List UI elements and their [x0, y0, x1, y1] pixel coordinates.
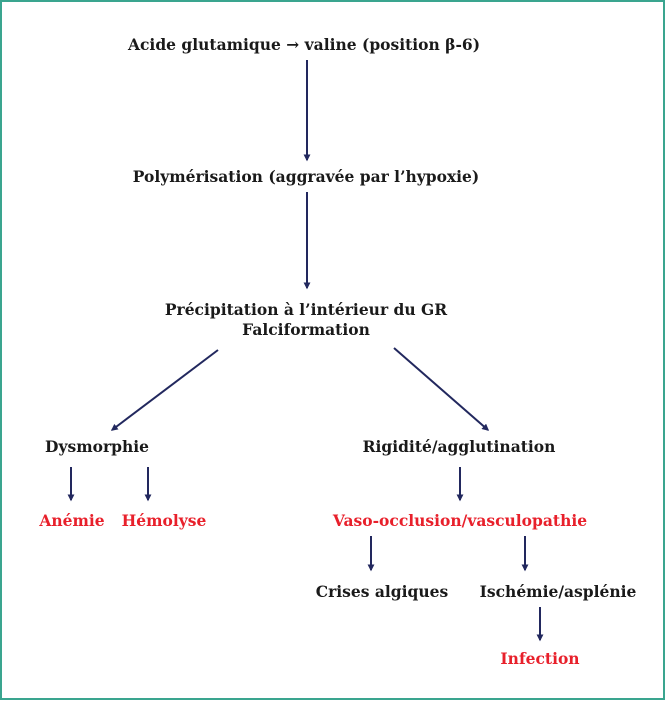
node-crises-algiques: Crises algiques	[315, 582, 449, 601]
node-precipitation-line2: Falciformation	[242, 320, 370, 339]
node-dysmorphie: Dysmorphie	[45, 437, 149, 456]
arrow-precipitation-to-rigidite	[393, 347, 490, 431]
node-vaso-occlusion: Vaso-occlusion/vasculopathie	[332, 511, 588, 530]
node-precipitation-line1: Précipitation à l’intérieur du GR	[164, 300, 448, 319]
node-infection: Infection	[500, 649, 580, 668]
node-ischemie-asplenie: Ischémie/asplénie	[479, 582, 637, 601]
arrow-precipitation-to-dysmorphie	[110, 349, 219, 431]
node-polymerisation: Polymérisation (aggravée par l’hypoxie)	[132, 167, 480, 186]
node-hemolyse: Hémolyse	[121, 511, 207, 530]
node-rigidite-agglutination: Rigidité/agglutination	[362, 437, 556, 456]
node-anemie: Anémie	[39, 511, 105, 530]
node-glutamic-acid-valine: Acide glutamique → valine (position β-6)	[127, 35, 481, 54]
